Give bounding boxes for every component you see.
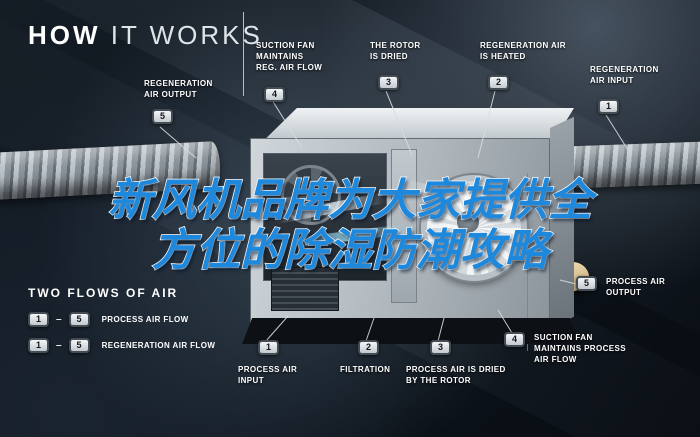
callout-label: THE ROTOR IS DRIED (370, 41, 421, 62)
callout-number-badge: 4 (504, 332, 525, 347)
callout-process-air-dried: 3 PROCESS AIR IS DRIED BY THE ROTOR (406, 340, 506, 386)
callout-number-badge: 2 (358, 340, 379, 355)
overlay-line-1: 新风机品牌为大家提供全 (107, 175, 593, 226)
legend-from-badge: 1 (28, 338, 49, 353)
callout-rotor-is-dried: THE ROTOR IS DRIED 3 (370, 40, 421, 91)
panel-seam (527, 173, 528, 351)
legend-row-regeneration-air: 1 – 5 REGENERATION AIR FLOW (28, 338, 215, 353)
callout-regen-air-output: REGENERATION AIR OUTPUT 5 (144, 78, 213, 125)
air-intake-grille (271, 267, 339, 311)
legend-title: TWO FLOWS OF AIR (28, 286, 179, 300)
callout-number-badge: 3 (430, 340, 451, 355)
title-divider-line (243, 12, 244, 96)
callout-label: PROCESS AIR IS DRIED BY THE ROTOR (406, 365, 506, 386)
legend-dash: – (56, 314, 62, 325)
legend-to-badge: 5 (68, 312, 90, 327)
legend-row-process-air: 1 – 5 PROCESS AIR FLOW (28, 312, 215, 327)
callout-number-badge: 3 (378, 75, 399, 91)
callout-process-air-input: 1 PROCESS AIR INPUT (238, 340, 297, 386)
legend-label: PROCESS AIR FLOW (101, 315, 189, 324)
legend-label: REGENERATION AIR FLOW (101, 341, 216, 350)
rotor-hub (457, 211, 479, 233)
callout-label: PROCESS AIR OUTPUT (606, 277, 666, 298)
callout-number-badge: 1 (258, 340, 279, 355)
page-title: HOW IT WORKS (28, 20, 263, 51)
callout-number-badge: 2 (488, 75, 509, 91)
unit-top-face (264, 108, 574, 140)
legend: TWO FLOWS OF AIR 1 – 5 PROCESS AIR FLOW … (28, 286, 215, 364)
callout-label: FILTRATION (340, 365, 391, 374)
callout-suction-fan-reg: SUCTION FAN MAINTAINS REG. AIR FLOW 4 (256, 40, 322, 102)
callout-label: SUCTION FAN MAINTAINS PROCESS AIR FLOW (534, 333, 626, 365)
callout-regen-air-heated: REGENERATION AIR IS HEATED 2 (480, 40, 566, 91)
overlay-line-2: 方位的除湿防潮攻略 (151, 225, 549, 276)
legend-dash: – (56, 340, 62, 351)
callout-filtration: 2 FILTRATION (340, 340, 390, 375)
chinese-overlay-text: 新风机品牌为大家提供全 方位的除湿防潮攻略 (0, 175, 700, 276)
dehumidifier-unit (242, 108, 580, 351)
legend-to-badge: 5 (68, 338, 90, 353)
callout-label: REGENERATION AIR INPUT (590, 65, 659, 86)
callout-number-badge: 1 (598, 99, 619, 115)
callout-regen-air-input: REGENERATION AIR INPUT 1 (590, 64, 659, 115)
callout-label: REGENERATION AIR OUTPUT (144, 79, 213, 100)
page-header: HOW IT WORKS (28, 20, 263, 51)
callout-number-badge: 5 (576, 276, 597, 291)
callout-label: PROCESS AIR INPUT (238, 365, 298, 386)
callout-suction-fan-process: 4 SUCTION FAN MAINTAINS PROCESS AIR FLOW (504, 332, 626, 366)
callout-label: REGENERATION AIR IS HEATED (480, 41, 566, 62)
callout-number-badge: 4 (264, 86, 285, 102)
title-it-works: IT WORKS (100, 20, 263, 50)
callout-number-badge: 5 (152, 109, 173, 125)
legend-from-badge: 1 (28, 312, 49, 327)
unit-front-face (250, 138, 550, 351)
callout-process-air-output: 5 PROCESS AIR OUTPUT (576, 276, 665, 298)
title-how: HOW (28, 20, 101, 50)
callout-label: SUCTION FAN MAINTAINS REG. AIR FLOW (256, 41, 323, 73)
